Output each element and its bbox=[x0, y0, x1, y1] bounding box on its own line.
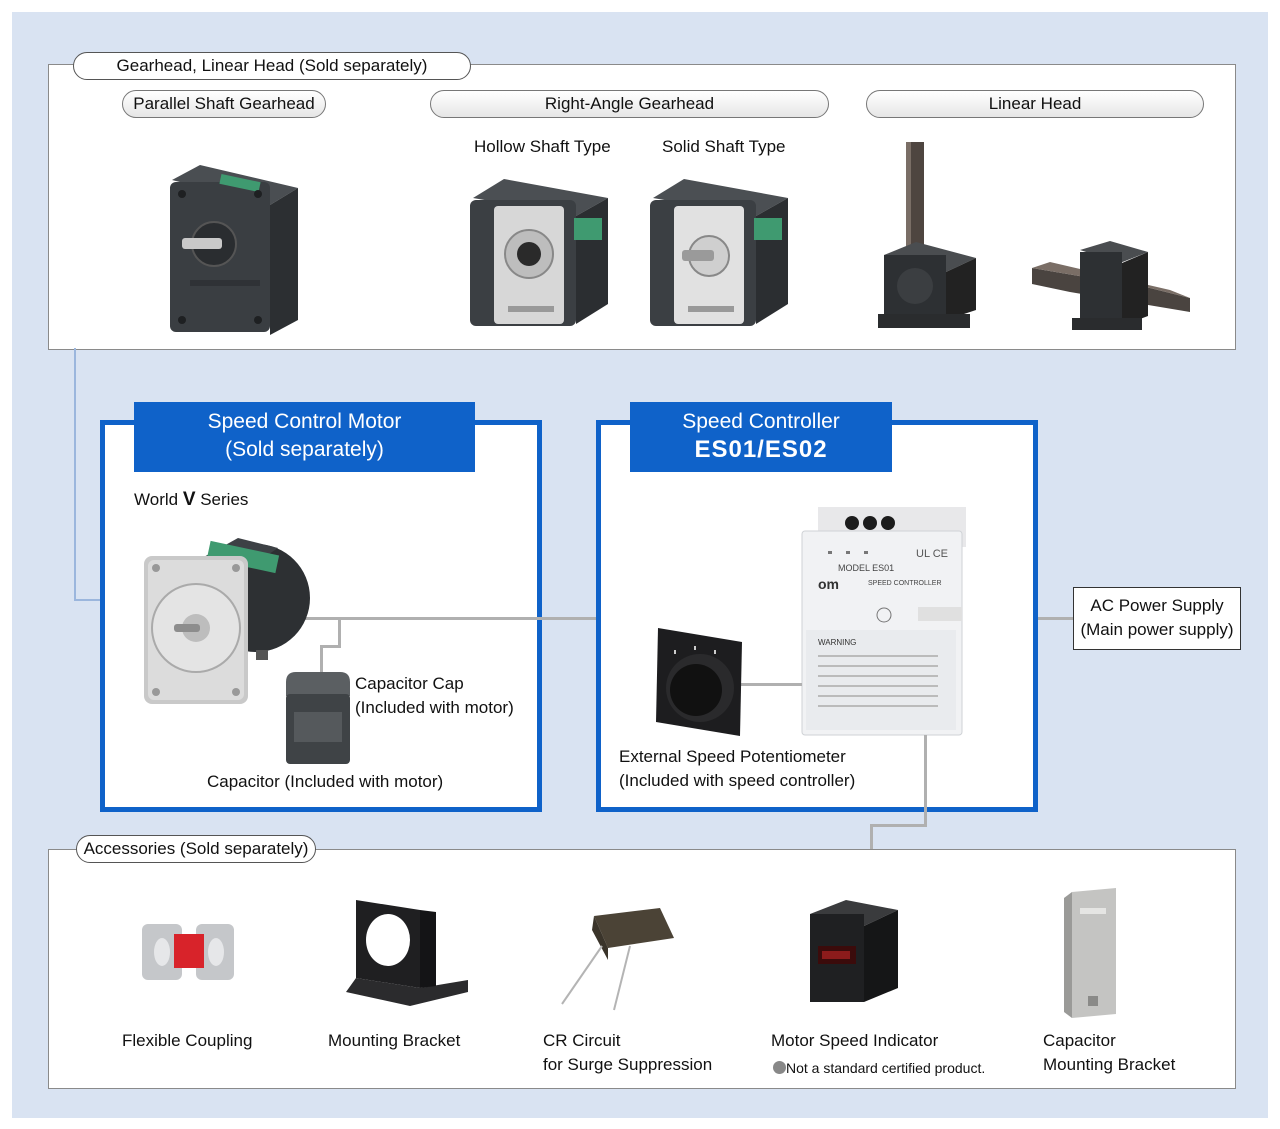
accessory-5-line2: Mounting Bracket bbox=[1043, 1055, 1176, 1074]
parallel-shaft-gearhead-image bbox=[170, 165, 298, 335]
capacitor-label: Capacitor (Included with motor) bbox=[207, 772, 444, 791]
controller-brand-mark: om bbox=[818, 576, 839, 592]
capacitor-cap-label: Capacitor Cap (Included with motor) bbox=[355, 672, 514, 720]
cr-circuit-image bbox=[561, 908, 674, 1011]
hollow-shaft-type-label: Hollow Shaft Type bbox=[474, 137, 611, 156]
controller-to-indicator-vertical bbox=[924, 735, 927, 827]
linear-head-horizontal-image bbox=[1032, 241, 1190, 330]
capacitor-image bbox=[286, 672, 350, 764]
capacitor-mounting-bracket-label: Capacitor Mounting Bracket bbox=[1043, 1029, 1175, 1077]
hollow-shaft-gearhead-image bbox=[470, 179, 608, 326]
capacitor-branch-vertical bbox=[320, 645, 323, 675]
accessory-5-line1: Capacitor bbox=[1043, 1031, 1116, 1050]
svg-text:UL CE: UL CE bbox=[916, 548, 948, 560]
accessories-panel bbox=[48, 849, 1236, 1089]
controller-plate-title: SPEED CONTROLLER bbox=[868, 580, 942, 587]
controller-model: ES01/ES02 bbox=[694, 436, 828, 463]
controller-to-indicator-horizontal bbox=[870, 824, 927, 827]
controller-warning-text: WARNING bbox=[818, 638, 856, 647]
controller-title-line1: Speed Controller bbox=[682, 410, 840, 433]
capacitor-branch-horizontal bbox=[338, 617, 341, 647]
potentiometer-line2: (Included with speed controller) bbox=[619, 771, 856, 790]
flexible-coupling-label: Flexible Coupling bbox=[122, 1029, 252, 1053]
linear-head-label: Linear Head bbox=[866, 90, 1204, 118]
motor-title-line2: (Sold separately) bbox=[225, 438, 384, 461]
capacitor-branch-horizontal-2 bbox=[320, 645, 341, 648]
speed-controller-header: Speed Controller ES01/ES02 bbox=[630, 402, 892, 472]
speed-controller-image: UL CE MODEL ES01 om SPEED CONTROLLER WAR… bbox=[801, 507, 966, 736]
world-v-series-label: World V Series bbox=[134, 488, 248, 512]
ac-power-line2: (Main power supply) bbox=[1080, 620, 1234, 639]
motor-speed-indicator-image bbox=[810, 900, 898, 1002]
solid-shaft-type-label: Solid Shaft Type bbox=[662, 137, 786, 156]
accessory-2-line1: Mounting Bracket bbox=[328, 1031, 461, 1050]
linear-head-vertical-image bbox=[878, 142, 976, 328]
gearhead-section-title: Gearhead, Linear Head (Sold separately) bbox=[73, 52, 471, 80]
accessories-section-title: Accessories (Sold separately) bbox=[76, 835, 316, 863]
parallel-shaft-gearhead-label: Parallel Shaft Gearhead bbox=[122, 90, 326, 118]
capacitor-cap-line1: Capacitor Cap bbox=[355, 674, 464, 693]
accessory-4-line1: Motor Speed Indicator bbox=[771, 1031, 939, 1050]
flexible-coupling-image bbox=[142, 924, 234, 980]
ac-power-supply-box: AC Power Supply (Main power supply) bbox=[1073, 587, 1241, 650]
potentiometer-line bbox=[740, 683, 802, 686]
potentiometer-line1: External Speed Potentiometer bbox=[619, 747, 846, 766]
accessory-3-line1: CR Circuit bbox=[543, 1031, 621, 1050]
speed-control-motor-header: Speed Control Motor (Sold separately) bbox=[134, 402, 475, 472]
controller-model-plate: MODEL ES01 bbox=[838, 563, 894, 573]
cr-circuit-label: CR Circuit for Surge Suppression bbox=[543, 1029, 712, 1077]
mounting-bracket-image bbox=[346, 900, 468, 1006]
motor-speed-indicator-label: Motor Speed Indicator bbox=[771, 1029, 938, 1053]
ac-power-line1: AC Power Supply bbox=[1090, 596, 1224, 615]
mounting-bracket-label: Mounting Bracket bbox=[328, 1029, 460, 1053]
external-potentiometer-image bbox=[656, 628, 742, 736]
series-prefix: World bbox=[134, 490, 183, 509]
accessory-1-line1: Flexible Coupling bbox=[122, 1031, 253, 1050]
series-suffix: Series bbox=[195, 490, 249, 509]
not-certified-note: Not a standard certified product. bbox=[773, 1056, 985, 1080]
note-text: Not a standard certified product. bbox=[786, 1060, 986, 1076]
series-v-mark: V bbox=[182, 489, 196, 510]
capacitor-mounting-bracket-image bbox=[1064, 888, 1116, 1018]
gearhead-to-motor-line-vertical bbox=[74, 348, 76, 600]
right-angle-gearhead-label: Right-Angle Gearhead bbox=[430, 90, 829, 118]
gearhead-to-motor-line-horizontal bbox=[74, 599, 122, 601]
motor-title-line1: Speed Control Motor bbox=[207, 410, 402, 433]
solid-shaft-gearhead-image bbox=[650, 179, 788, 326]
speed-control-motor-image bbox=[144, 538, 310, 704]
capacitor-cap-line2: (Included with motor) bbox=[355, 698, 514, 717]
potentiometer-label: External Speed Potentiometer (Included w… bbox=[619, 745, 855, 793]
accessory-3-line2: for Surge Suppression bbox=[543, 1055, 713, 1074]
note-bullet-icon bbox=[773, 1061, 786, 1074]
